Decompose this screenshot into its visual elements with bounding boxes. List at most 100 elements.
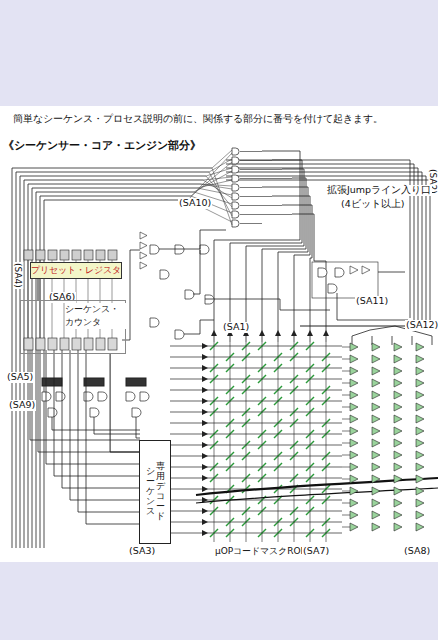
wire bbox=[16, 172, 209, 548]
logic-gate bbox=[328, 284, 337, 293]
logic-gate bbox=[90, 408, 99, 417]
wire bbox=[52, 417, 140, 430]
buffer-symbol bbox=[372, 391, 380, 399]
node-text: 専用デコード bbox=[156, 462, 165, 521]
callout-label: (SA3) bbox=[128, 546, 156, 557]
latch-block bbox=[42, 378, 62, 386]
logic-gate bbox=[175, 330, 184, 339]
arrow-head bbox=[202, 508, 208, 514]
logic-gate bbox=[232, 184, 239, 191]
wire bbox=[226, 180, 430, 328]
wire bbox=[240, 169, 282, 170]
wire bbox=[24, 180, 203, 548]
buffer-symbol bbox=[140, 232, 147, 239]
wire bbox=[240, 214, 292, 215]
buffer-symbol bbox=[416, 427, 424, 435]
wire bbox=[205, 299, 330, 310]
arrow-head bbox=[202, 376, 208, 382]
connector bbox=[110, 354, 139, 452]
wire bbox=[191, 162, 232, 196]
wire bbox=[342, 527, 350, 528]
buffer-symbol bbox=[372, 511, 380, 519]
buffer-symbol bbox=[394, 463, 402, 471]
arrow-head bbox=[202, 343, 208, 349]
buffer-symbol bbox=[394, 511, 402, 519]
logic-gate bbox=[232, 157, 239, 164]
wire bbox=[214, 342, 215, 542]
wire bbox=[193, 250, 200, 294]
wire bbox=[197, 188, 232, 195]
latch-block bbox=[84, 378, 104, 386]
logic-gate bbox=[232, 166, 239, 173]
arrow-head bbox=[202, 409, 208, 415]
wire bbox=[70, 350, 140, 500]
wire bbox=[310, 342, 311, 542]
callout-label: (SA11) bbox=[355, 296, 389, 307]
wire bbox=[342, 419, 350, 420]
flip-flop bbox=[48, 338, 57, 350]
buffer-symbol bbox=[372, 343, 380, 351]
wire bbox=[38, 350, 140, 452]
wire bbox=[337, 293, 408, 320]
callout-label: μOPコードマスクROM bbox=[214, 546, 309, 556]
flip-flop bbox=[72, 338, 81, 350]
wire bbox=[170, 478, 342, 479]
buffer-symbol bbox=[372, 355, 380, 363]
arrow-head bbox=[202, 442, 208, 448]
buffer-symbol bbox=[350, 451, 358, 459]
wire bbox=[20, 176, 206, 548]
wire bbox=[240, 178, 292, 179]
logic-gate bbox=[232, 202, 239, 209]
arrow-head bbox=[202, 420, 208, 426]
wire bbox=[170, 346, 342, 347]
arrow-head bbox=[202, 464, 208, 470]
buffer-symbol bbox=[350, 355, 358, 363]
buffer-symbol bbox=[394, 379, 402, 387]
flip-flop bbox=[36, 250, 45, 260]
wire bbox=[342, 491, 350, 492]
buffer-symbol bbox=[416, 499, 424, 507]
wire bbox=[170, 412, 342, 413]
wire bbox=[86, 350, 140, 524]
wire bbox=[184, 320, 214, 334]
wire bbox=[212, 168, 232, 225]
wire bbox=[170, 357, 342, 358]
buffer-symbol bbox=[372, 487, 380, 495]
wire bbox=[170, 522, 342, 523]
wire bbox=[54, 350, 140, 476]
latch-block bbox=[126, 378, 146, 386]
buffer-symbol bbox=[350, 379, 358, 387]
arrow-head bbox=[202, 398, 208, 404]
wire bbox=[342, 359, 350, 360]
wire bbox=[342, 395, 350, 396]
buffer-symbol bbox=[140, 252, 147, 259]
wire bbox=[197, 180, 232, 188]
buffer-symbol bbox=[350, 463, 358, 471]
wire bbox=[342, 371, 350, 372]
wire bbox=[194, 171, 232, 192]
wire bbox=[278, 342, 279, 542]
arrow-head bbox=[211, 330, 217, 336]
wire bbox=[226, 160, 410, 318]
flip-flop bbox=[96, 250, 105, 260]
logic-gate bbox=[232, 193, 239, 200]
buffer-symbol bbox=[416, 451, 424, 459]
wire bbox=[159, 230, 226, 249]
buffer-symbol bbox=[416, 415, 424, 423]
logic-gate bbox=[232, 211, 239, 218]
flip-flop bbox=[48, 250, 57, 260]
buffer-symbol bbox=[372, 379, 380, 387]
buffer-symbol bbox=[372, 367, 380, 375]
buffer-symbol bbox=[140, 262, 147, 269]
buffer-symbol bbox=[394, 391, 402, 399]
arrow-head bbox=[202, 453, 208, 459]
logic-gate bbox=[175, 245, 184, 254]
buffer-symbol bbox=[350, 439, 358, 447]
wire bbox=[212, 150, 232, 168]
flip-flop bbox=[60, 250, 69, 260]
wire bbox=[209, 172, 232, 216]
wire bbox=[12, 168, 212, 548]
callout-label: (SA5) bbox=[6, 372, 34, 383]
connector bbox=[38, 279, 39, 300]
wire bbox=[282, 205, 312, 342]
